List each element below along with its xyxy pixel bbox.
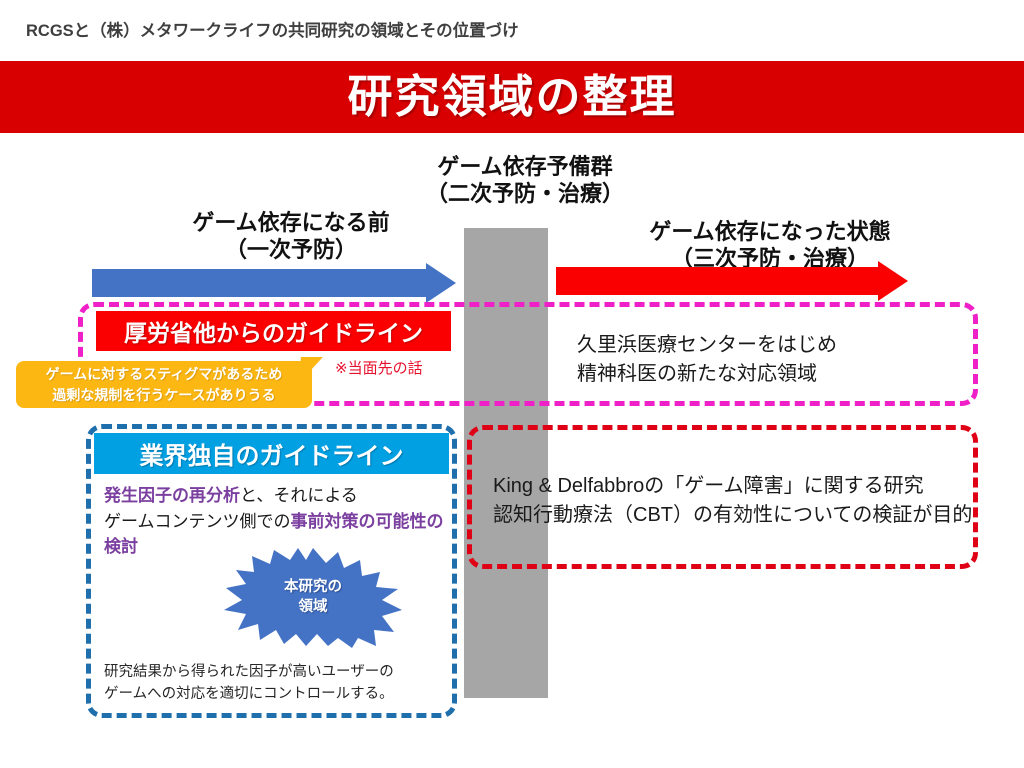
title-band: 研究領域の整理 [0,61,1024,133]
arrow-head [426,263,456,303]
guideline-region-box [78,302,978,406]
arrow-bar [92,269,426,297]
page-title: 研究領域の整理 [347,71,677,122]
stigma-callout: ゲームに対するスティグマがあるため 過剰な規制を行うケースがありうる [16,361,312,408]
stage-label-primary: ゲーム依存になる前 （一次予防） [192,210,390,263]
clinical-research-text: King & Delfabbroの「ゲーム障害」に関する研究 認知行動療法（CB… [493,475,973,526]
industry-footnote: 研究結果から得られた因子が高いユーザーの ゲームへの対応を適切にコントロールする… [104,664,394,703]
stigma-callout-line-1: ゲームに対するスティグマがあるため [45,366,283,383]
starburst-shape-icon [224,548,402,648]
arrow-head [878,261,908,301]
tertiary-prevention-arrow-icon [556,261,908,301]
study-scope-starburst: 本研究の 領域 [222,546,404,648]
industry-guideline-label: 業界独自のガイドライン [139,443,404,470]
stage-label-secondary: ゲーム依存予備群 （二次予防・治療） [425,154,624,207]
stigma-callout-line-2: 過剰な規制を行うケースがありうる [52,386,276,403]
government-guideline-chip: 厚労省他からのガイドライン [96,311,451,351]
future-note: ※当面先の話 [335,360,423,377]
industry-region-box [86,424,457,718]
industry-body-highlight-1: 発生因子の再分析 [104,486,240,505]
government-guideline-label: 厚労省他からのガイドライン [124,320,423,346]
clinical-research-region-box [467,425,978,569]
industry-body-highlight-2: 事前対策の可能性の検討 [104,511,444,557]
industry-body-plain-2: ゲームコンテンツ側での [104,511,291,531]
industry-body-plain-1: と、それによる [240,486,358,505]
psychiatry-domain-text: 久里浜医療センターをはじめ 精神科医の新たな対応領域 [577,334,837,385]
industry-guideline-chip: 業界独自のガイドライン [94,433,449,474]
slide-kicker: RCGSと（株）メタワークライフの共同研究の領域とその位置づけ [26,22,519,40]
arrow-bar [556,267,878,295]
industry-body-text: 発生因子の再分析と、それによるゲームコンテンツ側での事前対策の可能性の検討 [104,483,450,560]
primary-prevention-arrow-icon [92,263,456,303]
